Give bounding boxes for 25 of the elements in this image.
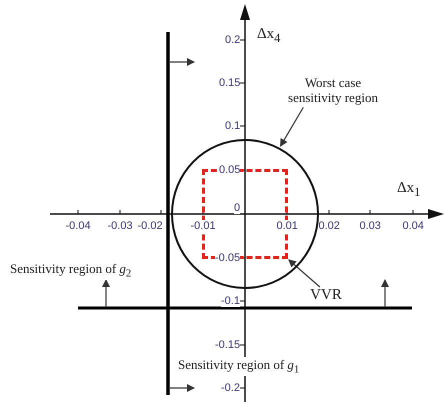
tick-label: 0.2: [225, 34, 240, 46]
region-label: Sensitivity region of g$_{2}$: [10, 261, 132, 280]
region-label: Sensitivity region of g$_{1}$: [178, 357, 300, 376]
tick-label: 0.03: [360, 220, 381, 232]
tick-label: 0.02: [318, 220, 340, 232]
tick-label: 0.1: [225, 120, 240, 132]
tick-label: -0.1: [221, 295, 240, 307]
tick-label: -0.05: [215, 252, 240, 264]
tick-label: 0.01: [276, 220, 298, 232]
tick-label: 0.15: [219, 77, 240, 89]
tick-label: -0.02: [138, 220, 163, 232]
tick-label: -0.15: [215, 339, 240, 351]
tick-label: 0.05: [219, 164, 240, 176]
tick-label: -0.04: [66, 220, 91, 232]
axis-label: Δx$_{1}$: [397, 180, 420, 200]
axis-label: Δx$_{4}$: [257, 26, 280, 46]
leader-line: [280, 107, 304, 147]
leader-line: [288, 259, 320, 288]
annotation-text: VVR: [309, 287, 343, 304]
tick-label: -0.2: [221, 382, 240, 394]
tick-label: -0.01: [190, 220, 216, 232]
tick-label: 0.04: [402, 220, 424, 232]
annotation-text: Worst case sensitivity region: [287, 76, 379, 106]
tick-label: -0.03: [108, 220, 133, 232]
tick-label: 0: [234, 202, 240, 214]
